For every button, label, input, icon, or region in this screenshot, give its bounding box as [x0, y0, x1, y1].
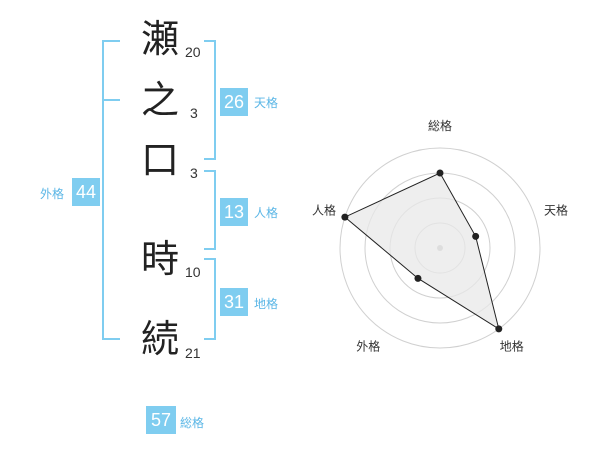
name-char-2: 之	[140, 78, 179, 122]
chikaku-bracket	[204, 258, 216, 340]
radar-axis-label-2: 天格	[544, 202, 568, 217]
radar-area	[343, 172, 500, 330]
tenkaku-label: 天格	[254, 96, 279, 110]
radar-point-5	[341, 213, 349, 221]
stroke-count-2: 3	[190, 105, 198, 121]
name-char-4: 時	[140, 237, 179, 281]
stroke-count-4: 10	[185, 264, 201, 280]
radar-ring-4	[339, 147, 541, 349]
name-char-3: 口	[140, 138, 179, 182]
soukaku-badge: 57	[146, 406, 176, 434]
gaikaku-bracket	[102, 40, 120, 340]
radar-point-2	[472, 232, 480, 240]
radar-point-1	[436, 169, 444, 177]
radar-axis-label-4: 外格	[356, 339, 380, 354]
radar-axis-label-1: 総格	[428, 118, 452, 133]
tenkaku-badge: 26	[220, 88, 248, 116]
jinkaku-label: 人格	[254, 206, 279, 220]
radar-point-4	[414, 274, 422, 282]
radar-point-3	[495, 325, 503, 333]
jinkaku-badge: 13	[220, 198, 248, 226]
chikaku-badge: 31	[220, 288, 248, 316]
chikaku-label: 地格	[254, 297, 279, 311]
soukaku-label: 総格	[180, 416, 205, 430]
name-char-5: 続	[140, 317, 179, 361]
radar-axis-label-5: 人格	[312, 202, 336, 217]
stroke-count-5: 21	[185, 345, 201, 361]
stroke-count-3: 3	[190, 165, 198, 181]
stroke-count-1: 20	[185, 44, 201, 60]
radar-axis-label-3: 地格	[500, 339, 524, 354]
tenkaku-bracket	[204, 40, 216, 160]
name-char-1: 瀬	[140, 17, 179, 61]
gaikaku-badge: 44	[72, 178, 100, 206]
jinkaku-bracket	[204, 170, 216, 250]
gaikaku-label: 外格	[40, 187, 65, 201]
gaikaku-mid-tick	[102, 99, 120, 101]
